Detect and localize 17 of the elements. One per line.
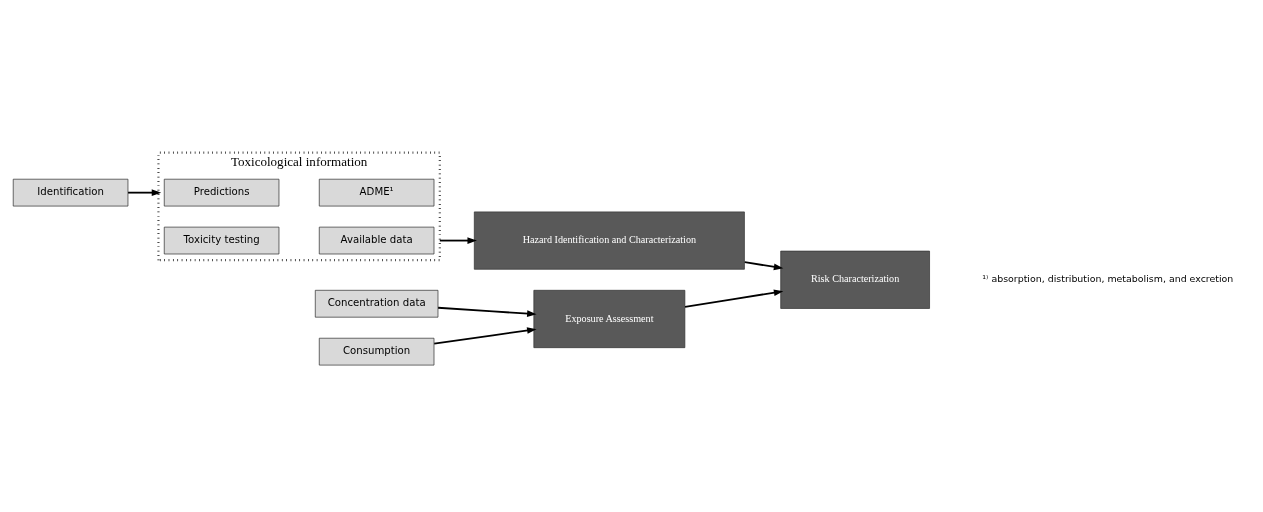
- node-box: Toxicity testing: [163, 226, 280, 255]
- node-box: Predictions: [163, 178, 280, 207]
- node-box: Risk Characterization: [780, 250, 930, 309]
- node-box: Hazard Identification and Characterization: [473, 211, 745, 270]
- arrow: [437, 306, 537, 317]
- label: ¹⁾ absorption, distribution, metabolism, and excretion: [982, 273, 1234, 285]
- node-box: Available data: [318, 226, 435, 255]
- arrow: [433, 327, 537, 345]
- arrow: [438, 237, 477, 244]
- arrow: [127, 189, 162, 196]
- arrow: [743, 261, 784, 271]
- node-box: Concentration data: [314, 289, 439, 318]
- node-box: Consumption: [318, 337, 435, 366]
- arrow: [684, 289, 784, 308]
- node-box: Exposure Assessment: [533, 289, 686, 349]
- node-box: ADME¹: [318, 178, 435, 207]
- node-box: Identification: [12, 178, 129, 207]
